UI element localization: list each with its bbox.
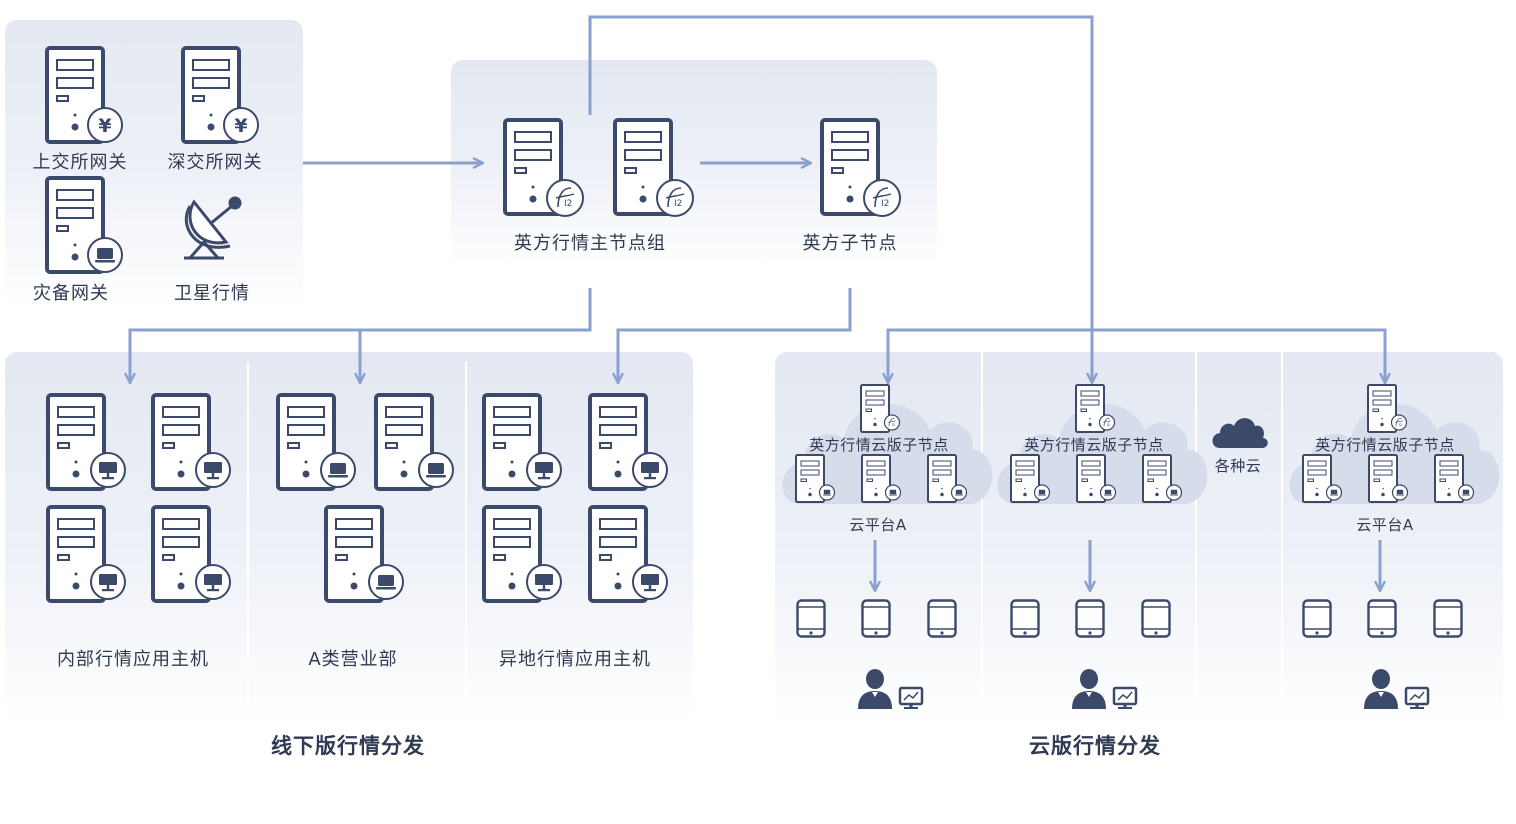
cloud-node-label-2: 英方行情云版子节点 — [1024, 436, 1164, 454]
cloud-node-label-3: 英方行情云版子节点 — [1315, 436, 1455, 454]
class-a-branches-label: A类营业部 — [308, 649, 398, 670]
cloud-cluster-3 — [1289, 384, 1500, 504]
user-at-monitor-icon — [1070, 667, 1138, 711]
tablet-icon — [1010, 599, 1040, 638]
internal-host-server-1 — [46, 393, 126, 491]
cloud-node-label-1: 英方行情云版子节点 — [809, 436, 949, 454]
tablet-icon — [1367, 599, 1397, 638]
connectors — [130, 15, 1385, 590]
internal-host-server-4 — [151, 505, 231, 603]
master-node-server-1 — [503, 118, 584, 217]
various-clouds-label: 各种云 — [1214, 457, 1262, 475]
tablet-icon — [927, 599, 957, 638]
cloud-bus-1 — [888, 328, 1092, 382]
remote-host-server-3 — [482, 505, 562, 603]
remote-host-server-1 — [482, 393, 562, 491]
user-at-monitor-icon — [856, 667, 924, 711]
child-node-label: 英方子节点 — [802, 233, 898, 254]
cloud-platform-label-3: 云平台A — [1356, 516, 1414, 534]
master-to-cloud-trunk — [588, 15, 1094, 330]
child-node-server — [820, 118, 901, 217]
master-node-server-2 — [613, 118, 694, 217]
internal-host-server-3 — [46, 505, 126, 603]
tablet-icon — [1075, 599, 1105, 638]
sse-gateway-label: 上交所网关 — [32, 152, 128, 173]
branch-server-1 — [276, 393, 356, 491]
remote-hosts-label: 异地行情应用主机 — [499, 649, 651, 670]
branch-server-2 — [374, 393, 454, 491]
internal-host-server-2 — [151, 393, 231, 491]
offline-section-title: 线下版行情分发 — [271, 734, 425, 758]
users — [856, 667, 1430, 711]
cloud-cluster-2 — [997, 384, 1208, 504]
cloud-bus-3 — [1092, 328, 1385, 382]
sse-gateway-server — [45, 46, 123, 144]
cloud-cluster-1 — [782, 384, 993, 504]
master-group-label: 英方行情主节点组 — [514, 233, 666, 254]
satellite-feed-label: 卫星行情 — [174, 283, 250, 304]
tablets — [796, 599, 1463, 638]
szse-gateway-label: 深交所网关 — [167, 152, 263, 173]
szse-gateway-server — [181, 46, 259, 144]
tablet-icon — [1433, 599, 1463, 638]
panel-dividers — [247, 352, 1283, 722]
tablet-icon — [796, 599, 826, 638]
cloud-section-title: 云版行情分发 — [1029, 734, 1161, 758]
tablet-icon — [1141, 599, 1171, 638]
dr-gateway-server — [45, 176, 123, 274]
dr-gateway-label: 灾备网关 — [33, 283, 109, 304]
cloud-icon — [1212, 418, 1268, 448]
tablet-icon — [861, 599, 891, 638]
remote-host-server-4 — [588, 505, 668, 603]
internal-hosts-label: 内部行情应用主机 — [57, 649, 209, 670]
satellite-dish-icon — [184, 196, 242, 260]
branch-server-3 — [324, 505, 404, 603]
remote-host-server-2 — [588, 393, 668, 491]
tablet-icon — [1302, 599, 1332, 638]
user-at-monitor-icon — [1362, 667, 1430, 711]
child-to-remote-arrow — [618, 288, 852, 382]
cloud-platform-label-1: 云平台A — [849, 516, 907, 534]
